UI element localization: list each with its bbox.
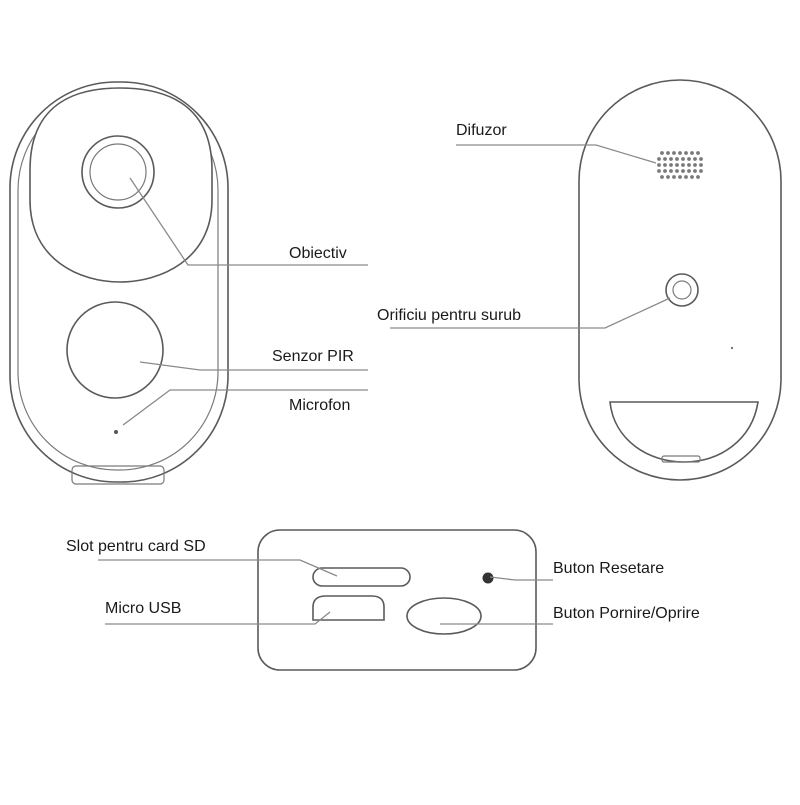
speaker-hole xyxy=(696,151,700,155)
speaker-hole xyxy=(672,175,676,179)
screw-hole-inner xyxy=(672,280,692,300)
label-difuzor: Difuzor xyxy=(456,122,507,139)
speaker-hole xyxy=(684,151,688,155)
speaker-hole xyxy=(687,169,691,173)
speaker-hole xyxy=(687,157,691,161)
speaker-hole xyxy=(681,169,685,173)
speaker-hole xyxy=(699,157,703,161)
speaker-hole xyxy=(657,163,661,167)
power-button xyxy=(406,597,482,635)
speaker-hole xyxy=(657,157,661,161)
speaker-hole xyxy=(681,163,685,167)
lens-inner-ring xyxy=(89,143,147,201)
speaker-hole xyxy=(693,157,697,161)
back-bottom-slot xyxy=(661,455,701,463)
speaker-hole xyxy=(663,163,667,167)
slot-sd-leader-line xyxy=(98,559,338,577)
lens-outer-ring xyxy=(81,135,155,209)
orificiu-leader-line xyxy=(390,297,671,329)
reset-leader-line xyxy=(489,576,553,581)
speaker-hole xyxy=(675,169,679,173)
speaker-hole xyxy=(666,151,670,155)
speaker-hole xyxy=(699,163,703,167)
speaker-hole xyxy=(678,175,682,179)
label-slot-sd: Slot pentru card SD xyxy=(66,538,206,555)
speaker-grille xyxy=(657,151,703,179)
speaker-hole xyxy=(657,169,661,173)
label-buton-resetare: Buton Resetare xyxy=(553,560,665,577)
speaker-hole xyxy=(669,163,673,167)
speaker-hole xyxy=(672,151,676,155)
speaker-hole xyxy=(666,175,670,179)
bottom-panel-view xyxy=(257,529,537,671)
camera-front-view xyxy=(9,81,229,485)
pir-sensor-dome xyxy=(66,301,164,399)
speaker-hole xyxy=(678,151,682,155)
speaker-hole xyxy=(690,175,694,179)
speaker-hole xyxy=(660,151,664,155)
speaker-hole xyxy=(660,175,664,179)
back-small-dot xyxy=(730,346,734,350)
front-base-mount xyxy=(71,465,165,485)
speaker-hole xyxy=(681,157,685,161)
obiectiv-leader-line xyxy=(129,177,368,266)
speaker-hole xyxy=(669,157,673,161)
speaker-hole xyxy=(690,151,694,155)
speaker-hole xyxy=(669,169,673,173)
screw-hole-outer xyxy=(665,273,699,307)
speaker-hole xyxy=(687,163,691,167)
label-orificiu: Orificiu pentru surub xyxy=(377,307,522,324)
speaker-hole xyxy=(663,157,667,161)
label-buton-pornire: Buton Pornire/Oprire xyxy=(553,605,700,622)
label-micro-usb: Micro USB xyxy=(105,600,182,617)
bottom-panel-outline xyxy=(257,529,537,671)
speaker-hole xyxy=(663,169,667,173)
micro-usb-port xyxy=(312,595,385,621)
speaker-hole xyxy=(693,163,697,167)
label-microfon: Microfon xyxy=(289,397,351,414)
sd-card-slot xyxy=(312,567,411,587)
senzor-pir-leader-line xyxy=(139,361,368,371)
difuzor-leader-line xyxy=(456,144,657,164)
speaker-hole xyxy=(684,175,688,179)
microphone-hole xyxy=(114,430,118,434)
micro-usb-leader-line xyxy=(105,611,331,625)
speaker-hole xyxy=(699,169,703,173)
speaker-hole xyxy=(696,175,700,179)
speaker-hole xyxy=(693,169,697,173)
speaker-hole xyxy=(675,157,679,161)
label-obiectiv: Obiectiv xyxy=(289,245,347,262)
camera-back-view xyxy=(578,79,782,481)
label-senzor-pir: Senzor PIR xyxy=(272,348,354,365)
speaker-hole xyxy=(675,163,679,167)
microfon-leader-line xyxy=(122,389,368,426)
reset-button-dot xyxy=(482,572,494,584)
